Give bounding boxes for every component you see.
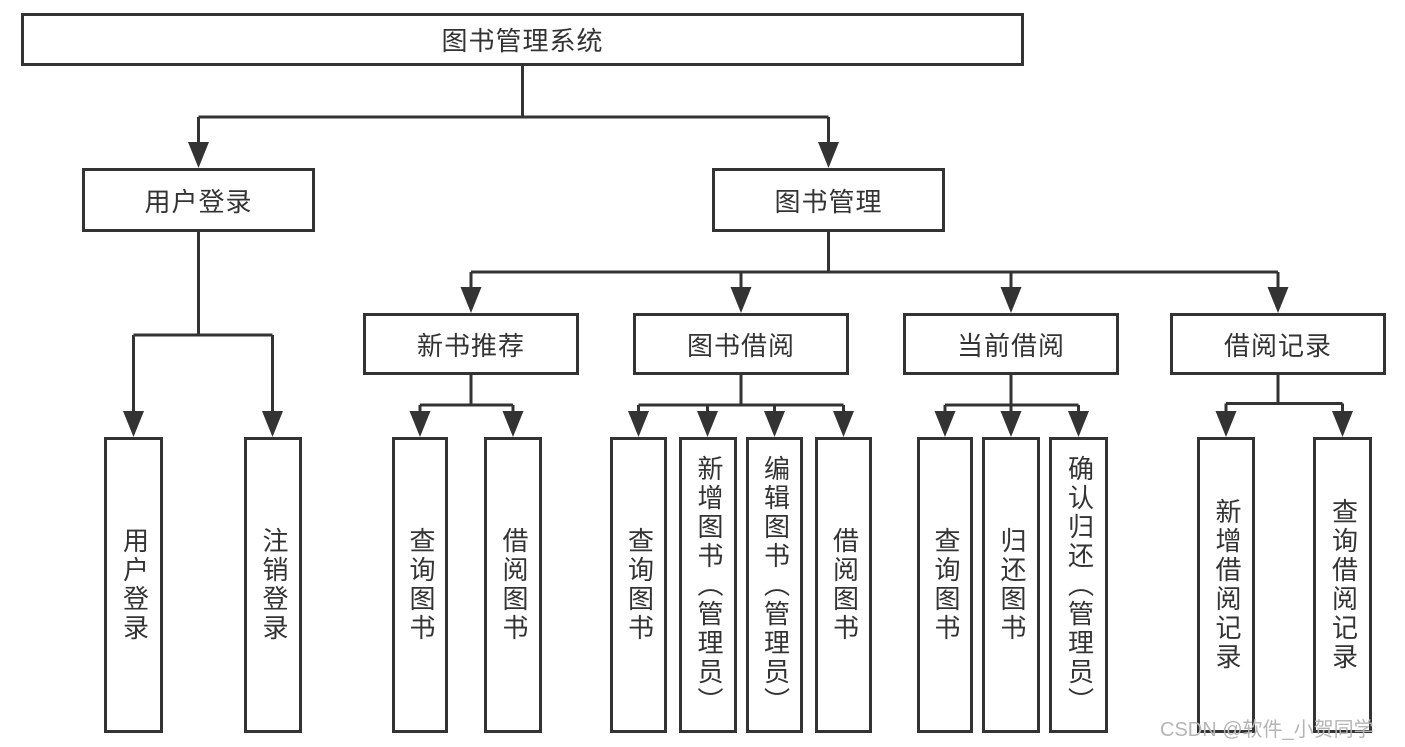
leaf-query-borrow-record-label: 查询借阅记录 — [1328, 498, 1359, 672]
connector-root-to-level2 — [197, 66, 830, 145]
arrowhead — [502, 411, 524, 437]
leaf-query-books-2: 查询图书 — [610, 437, 667, 733]
leaf-edit-books-admin-label: 编辑图书（管理员） — [760, 454, 791, 716]
arrowhead — [1068, 411, 1089, 437]
node-new-book-recommend: 新书推荐 — [363, 313, 579, 375]
leaf-confirm-return-admin-label: 确认归还（管理员） — [1064, 454, 1095, 716]
leaf-logout: 注销登录 — [244, 437, 302, 733]
leaf-borrow-books-1: 借阅图书 — [484, 437, 542, 733]
arrowhead — [730, 287, 752, 313]
leaf-query-books-2-label: 查询图书 — [624, 527, 655, 643]
connector-book-borrow-to-leaves — [637, 375, 845, 414]
leaf-user-login-label: 用户登录 — [119, 527, 150, 643]
leaf-query-books-1: 查询图书 — [392, 437, 448, 733]
arrowhead — [409, 411, 431, 437]
watermark: CSDN @软件_小贺同学 — [1160, 719, 1374, 741]
connector-current-borrow-to-leaves — [943, 375, 1080, 414]
node-book-borrow-label: 图书借阅 — [686, 330, 795, 361]
arrowhead — [833, 411, 854, 437]
connector-book-management-to-level3 — [469, 232, 1280, 290]
arrowhead — [628, 411, 649, 437]
arrowhead — [1215, 411, 1237, 437]
leaf-query-books-3: 查询图书 — [917, 437, 973, 733]
node-root: 图书管理系统 — [21, 13, 1024, 66]
arrowhead — [934, 411, 956, 437]
arrowhead — [764, 411, 785, 437]
leaf-query-books-1-label: 查询图书 — [405, 527, 436, 643]
connector-user-login-to-leaves — [132, 232, 274, 414]
node-new-book-recommend-label: 新书推荐 — [416, 330, 525, 361]
arrowhead — [123, 411, 144, 437]
leaf-edit-books-admin: 编辑图书（管理员） — [746, 437, 803, 733]
connector-new-book-recommend-to-leaves — [418, 375, 515, 414]
arrowhead — [460, 287, 482, 313]
node-book-management: 图书管理 — [712, 168, 945, 232]
leaf-add-books-admin: 新增图书（管理员） — [679, 437, 737, 733]
connector-borrow-records-to-leaves — [1224, 375, 1344, 414]
leaf-query-books-3-label: 查询图书 — [930, 527, 961, 643]
leaf-borrow-books-2-label: 借阅图书 — [829, 527, 860, 643]
leaf-logout-label: 注销登录 — [258, 527, 289, 643]
node-user-login: 用户登录 — [82, 168, 315, 232]
node-borrow-records-label: 借阅记录 — [1223, 330, 1332, 361]
leaf-query-borrow-record: 查询借阅记录 — [1313, 437, 1372, 733]
leaf-add-borrow-record-label: 新增借阅记录 — [1211, 498, 1242, 672]
arrowhead — [818, 142, 839, 168]
node-root-label: 图书管理系统 — [441, 26, 604, 56]
leaf-return-books: 归还图书 — [982, 437, 1040, 733]
arrowheads — [123, 142, 1353, 437]
leaf-return-books-label: 归还图书 — [996, 527, 1027, 643]
arrowhead — [697, 411, 718, 437]
node-user-login-label: 用户登录 — [144, 186, 253, 217]
arrowhead — [262, 411, 283, 437]
arrowhead — [188, 142, 209, 168]
node-current-borrow-label: 当前借阅 — [956, 330, 1065, 361]
node-borrow-records: 借阅记录 — [1170, 313, 1386, 375]
leaf-borrow-books-1-label: 借阅图书 — [498, 527, 529, 643]
arrowhead — [1332, 411, 1353, 437]
arrowhead — [1267, 287, 1289, 313]
node-book-borrow: 图书借阅 — [633, 313, 849, 375]
node-current-borrow: 当前借阅 — [903, 313, 1119, 375]
leaf-add-books-admin-label: 新增图书（管理员） — [693, 454, 724, 716]
leaf-add-borrow-record: 新增借阅记录 — [1197, 437, 1255, 733]
arrowhead — [1000, 411, 1022, 437]
leaf-confirm-return-admin: 确认归还（管理员） — [1049, 437, 1108, 733]
leaf-user-login: 用户登录 — [104, 437, 163, 733]
arrowhead — [1000, 287, 1022, 313]
node-book-management-label: 图书管理 — [774, 186, 883, 217]
leaf-borrow-books-2: 借阅图书 — [815, 437, 872, 733]
